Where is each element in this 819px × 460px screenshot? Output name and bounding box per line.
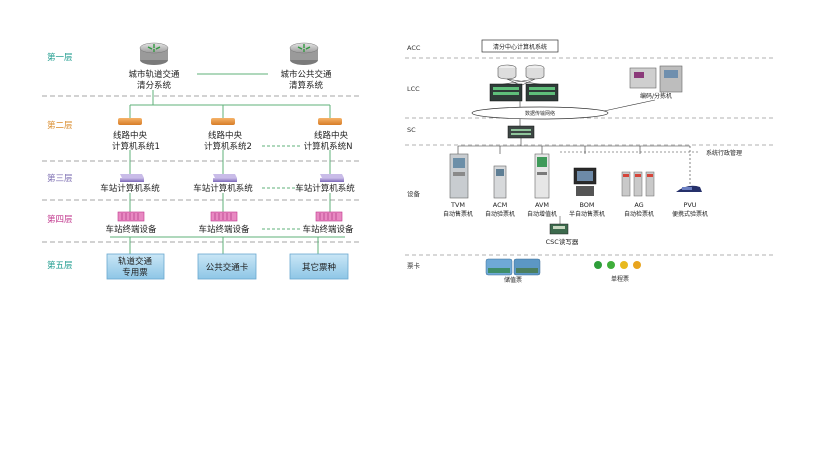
ticket-box	[289, 253, 349, 280]
l4-terminal: 车站终端设备	[198, 224, 250, 235]
device-code: AVM	[535, 201, 549, 209]
l2-system-line2: 计算机系统N	[304, 141, 353, 152]
device-name: 自动验票机	[485, 210, 515, 218]
l1-left-label-line1: 城市轨道交通	[128, 69, 180, 80]
left-level-label: 第二层	[47, 120, 73, 131]
stored-value-card-icon	[485, 258, 541, 276]
device-code: ACM	[493, 201, 507, 209]
avm-icon	[534, 153, 550, 199]
tvm-icon	[449, 153, 469, 199]
l3-station-system: 车站计算机系统	[193, 183, 253, 194]
l3-station-system: 车站计算机系统	[295, 183, 355, 194]
device-code: PVU	[683, 201, 696, 209]
right-level-label: ACC	[407, 44, 421, 52]
device-name: 自动检票机	[624, 210, 654, 218]
device-code: BOM	[579, 201, 594, 209]
acc-box-label: 清分中心计算机系统	[493, 43, 547, 51]
encoder-sorter-icon	[629, 65, 683, 93]
right-level-label: LCC	[407, 85, 420, 93]
station-server-icon	[120, 174, 344, 182]
device-code: AG	[634, 201, 643, 209]
right-diagram: ACC LCC SC 设备 票卡 清分中心计算机系统	[405, 39, 775, 284]
encoder-sorter-label: 编码/分拣机	[640, 92, 672, 100]
l4-terminal: 车站终端设备	[302, 224, 354, 235]
device-name: 便携式验票机	[672, 210, 708, 218]
single-journey-label: 单程票	[611, 275, 629, 283]
token	[633, 261, 641, 269]
right-level-label: SC	[407, 126, 416, 134]
l2-system-line1: 线路中央	[208, 130, 243, 141]
right-level-label: 票卡	[407, 261, 421, 270]
ticket-box	[197, 253, 257, 280]
terminal-icon-stripes	[121, 213, 337, 220]
database-icon	[497, 64, 545, 80]
router-icon	[139, 42, 169, 65]
network-label: 数据传输网络	[525, 110, 555, 117]
right-level-label: 设备	[407, 189, 421, 198]
l2-system-line1: 线路中央	[113, 130, 148, 141]
token	[594, 261, 602, 269]
left-level-label: 第三层	[47, 173, 73, 184]
l5-ticket-line1: 公共交通卡	[206, 262, 249, 273]
ag-icon	[621, 171, 655, 197]
server-rack-icon	[489, 83, 559, 102]
device-name: 自动售票机	[443, 210, 473, 218]
l1-right-label-line2: 清算系统	[289, 80, 324, 91]
token	[620, 261, 628, 269]
l2-system-line2: 计算机系统2	[204, 141, 252, 152]
l5-ticket-line2: 专用票	[122, 267, 148, 278]
device-name: 半自动售票机	[569, 210, 605, 218]
terminal-icon	[117, 211, 343, 222]
device-bus	[457, 138, 690, 154]
left-connectors	[110, 73, 345, 254]
single-journey-token-icon	[594, 261, 641, 269]
l5-ticket-line1: 轨道交通	[118, 256, 153, 267]
left-level-label: 第一层	[47, 52, 73, 63]
left-diagram: 第一层 第二层 第三层 第四层 第五层	[42, 42, 362, 280]
router-icon	[289, 42, 319, 65]
server-icon	[118, 118, 342, 125]
l2-system-line2: 计算机系统1	[112, 141, 160, 152]
sc-server-icon	[507, 125, 535, 139]
l2-system-line1: 线路中央	[314, 130, 349, 141]
ops-label: 系统行政管理	[706, 149, 742, 157]
l3-station-system: 车站计算机系统	[100, 183, 160, 194]
left-level-label: 第五层	[47, 260, 73, 271]
acc-box	[481, 39, 559, 53]
token	[607, 261, 615, 269]
left-level-label: 第四层	[47, 214, 73, 225]
l4-terminal: 车站终端设备	[105, 224, 157, 235]
l5-ticket-line1: 其它票种	[302, 262, 336, 273]
network-ellipse	[471, 106, 609, 120]
l1-left-label-line2: 清分系统	[137, 80, 172, 91]
ticket-box	[106, 253, 165, 280]
acm-icon	[493, 165, 507, 199]
csc-reader-label: CSC读写器	[546, 237, 579, 246]
pvu-icon	[676, 185, 702, 192]
left-dashed-links	[262, 145, 302, 230]
stored-value-label: 储值票	[504, 276, 522, 284]
l1-right-label-line1: 城市公共交通	[280, 69, 332, 80]
ops-link	[560, 146, 700, 184]
bom-icon	[573, 167, 597, 196]
device-name: 自动增值机	[527, 210, 557, 218]
device-code: TVM	[450, 201, 465, 209]
